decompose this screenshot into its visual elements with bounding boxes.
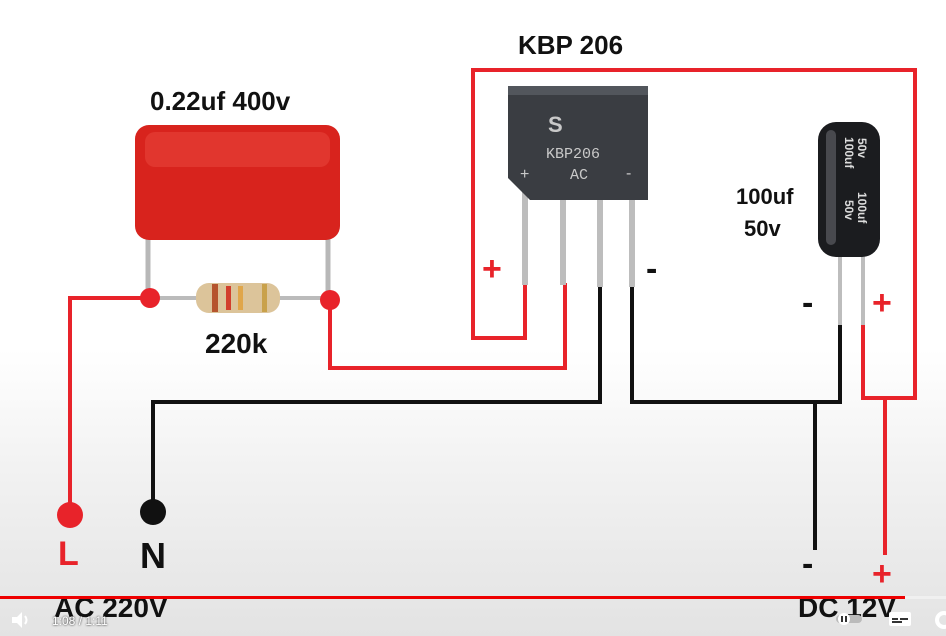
out-minus-label: -	[802, 545, 814, 583]
cap-print-voltage: 50v	[855, 138, 869, 158]
terminal-N-label: N	[140, 535, 166, 576]
time-display: 1:08 / 1:11	[52, 614, 108, 628]
bridge-rectifier: S KBP206 AC + -	[508, 86, 648, 200]
settings-gear-icon[interactable]	[932, 610, 946, 630]
cap-print-value: 100uf	[842, 137, 856, 169]
black-wires	[151, 285, 842, 550]
progress-fill	[0, 596, 906, 599]
wire-bridge-plus-loop	[471, 68, 917, 400]
electrolytic-value-label: 100uf	[736, 184, 794, 209]
cap-print-voltage-2: 50v	[842, 200, 856, 220]
volume-icon[interactable]	[10, 610, 32, 630]
wire-N	[151, 285, 602, 510]
dot-res-right	[320, 290, 340, 310]
terminal-L	[57, 502, 83, 528]
resistor-label: 220k	[205, 328, 268, 359]
red-wires	[68, 68, 917, 555]
bridge-legs	[522, 190, 635, 287]
progress-bar[interactable]	[0, 596, 946, 599]
junction-dots	[57, 288, 340, 528]
bridge-minus-print: -	[626, 165, 631, 182]
wire-res-to-bridge	[328, 283, 567, 370]
capacitor-leads	[145, 230, 331, 296]
cap-print-value-2: 100uf	[855, 192, 869, 224]
electrolytic-legs	[838, 250, 865, 325]
terminal-N	[140, 499, 166, 525]
cap-plus-label: +	[872, 284, 892, 322]
wire-L	[68, 296, 150, 515]
bridge-label: KBP 206	[518, 30, 624, 60]
capacitor-label: 0.22uf 400v	[150, 86, 291, 116]
terminal-L-label: L	[58, 535, 79, 573]
subtitles-icon[interactable]	[888, 610, 912, 628]
bridge-minus-label: -	[646, 250, 658, 288]
bridge-ac-text: AC	[570, 167, 588, 184]
bridge-model-text: KBP206	[546, 146, 600, 163]
film-capacitor	[135, 125, 340, 240]
electrolytic-capacitor: 100uf 50v 50v 100uf	[818, 122, 880, 257]
cap-minus-label: -	[802, 284, 814, 322]
autoplay-toggle-icon[interactable]	[836, 612, 866, 626]
resistor	[152, 283, 328, 313]
wire-bridge-minus	[630, 285, 842, 404]
video-controls: 1:08 / 1:11	[0, 596, 946, 636]
electrolytic-voltage-label: 50v	[744, 216, 781, 241]
bridge-logo-text: S	[548, 112, 563, 137]
out-plus-label: +	[872, 555, 892, 593]
bridge-plus-label: +	[482, 250, 502, 288]
dot-res-left	[140, 288, 160, 308]
bridge-plus-print: +	[520, 166, 529, 183]
